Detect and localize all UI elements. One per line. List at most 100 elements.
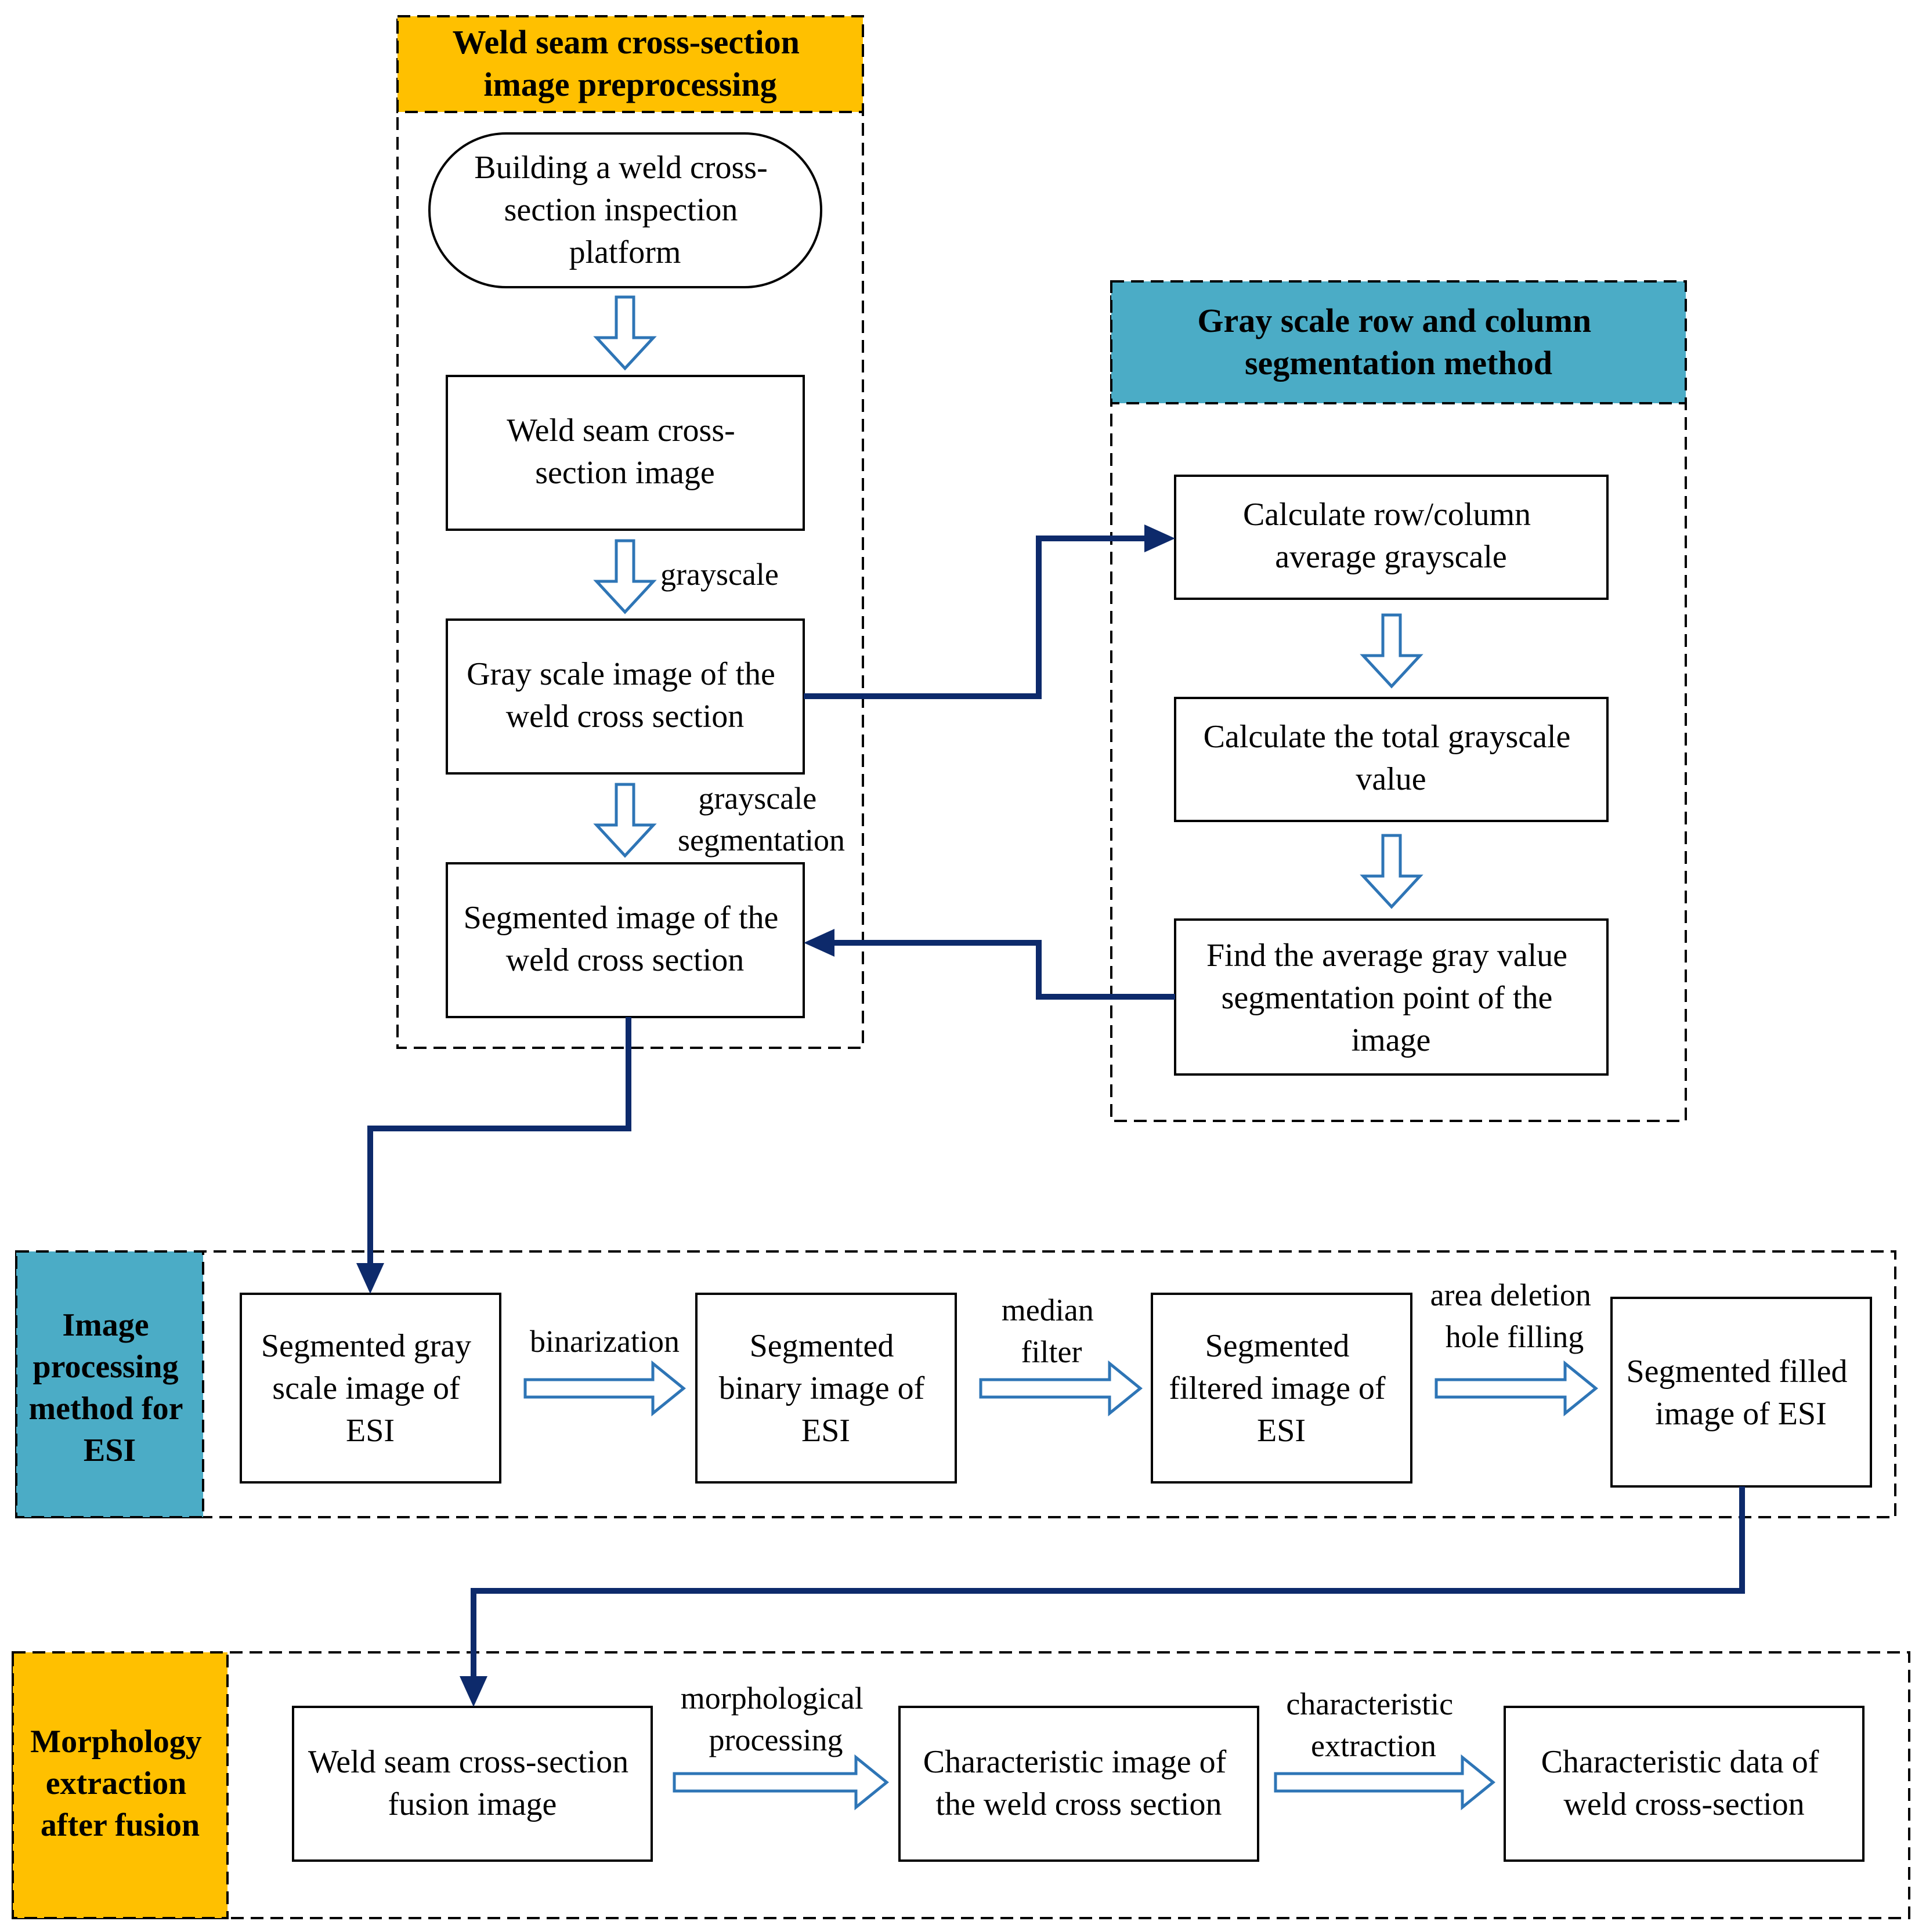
node-row-col-avg: Calculate row/column average grayscale (1174, 475, 1609, 600)
preprocessing-title-line-1: Weld seam cross-section (453, 23, 800, 61)
svg-text:Segmented gray scale ima: Segmented gray scale image of ESI (261, 1328, 479, 1449)
edge-label-gray-seg-line-2: segmentation (678, 823, 845, 858)
node-seg-gray-esi-line-2: scale image of (272, 1370, 460, 1406)
node-cross-image: Weld seam cross- section image (446, 375, 805, 531)
connector-segpoint-to-segmented (833, 940, 1175, 1000)
morphology-header-bg (12, 1651, 229, 1919)
edge-label-morph-line-1: morphological (681, 1681, 863, 1716)
node-char-data: Characteristic data of weld cross-sectio… (1504, 1706, 1865, 1862)
node-fusion-image-line-1: Weld seam cross-section (308, 1744, 628, 1780)
esi-title-line-4: ESI (84, 1432, 136, 1468)
node-char-image-line-1: Characteristic image of (923, 1744, 1227, 1780)
svg-text:Building a weld cross- s: Building a weld cross- section inspectio… (474, 150, 775, 270)
svg-text:Calculate the total grayscale: Calculate the total grayscale value (1204, 719, 1579, 797)
svg-text:binarization: binarization (530, 1324, 680, 1359)
hollow-arrow-down-2 (593, 539, 657, 614)
svg-text:Segmented image of the w: Segmented image of the weld cross sectio… (464, 900, 787, 978)
connector-esi-to-fusion-arrowhead (460, 1676, 487, 1707)
node-char-data-line-2: weld cross-section (1563, 1786, 1804, 1822)
node-segmented-image: Segmented image of the weld cross sectio… (446, 862, 805, 1018)
node-gray-image-shape (446, 618, 805, 775)
morphology-title-line-3: after fusion (41, 1807, 200, 1843)
edge-label-median-line-1: median (1002, 1293, 1094, 1327)
svg-text:Find the average gray value: Find the average gray value segmentation… (1206, 938, 1576, 1058)
connector-gray-to-rowcol-arrowhead (1144, 524, 1175, 552)
node-seg-filled-esi-shape (1610, 1297, 1872, 1488)
node-platform: Building a weld cross- section inspectio… (428, 132, 822, 288)
svg-text:Weld seam cross-section: Weld seam cross-section fusion image (308, 1744, 637, 1822)
node-seg-filled-esi-line-2: image of ESI (1655, 1396, 1826, 1432)
hollow-arrow-right-morph (673, 1754, 889, 1811)
edge-label-area-hole-line-1: area deletion (1430, 1278, 1591, 1312)
node-cross-image-shape (446, 375, 805, 531)
svg-text:Calculate row/column ave: Calculate row/column average grayscale (1243, 497, 1539, 575)
node-segmented-image-line-2: weld cross section (506, 942, 745, 978)
edge-label-area-hole-line-2: hole filling (1446, 1319, 1584, 1354)
connector-segpoint-to-segmented-arrowhead (804, 929, 834, 957)
svg-text:Weld seam cross- section: Weld seam cross- section image (507, 413, 743, 491)
node-platform-shape (428, 132, 822, 288)
node-seg-gray-esi-line-1: Segmented gray (261, 1328, 471, 1364)
esi-processing-frame (15, 1250, 1896, 1518)
svg-text:Gray scale row and column: Gray scale row and column segmentation m… (1197, 302, 1599, 382)
esi-title-line-2: processing (33, 1349, 179, 1385)
node-seg-gray-esi: Segmented gray scale image of ESI (240, 1293, 501, 1484)
hollow-arrow-down-5 (1360, 834, 1423, 909)
segmentation-title-line-2: segmentation method (1245, 344, 1552, 382)
node-seg-filtered-esi-shape (1151, 1293, 1412, 1484)
node-seg-filtered-esi-line-3: ESI (1257, 1413, 1306, 1449)
segmentation-header: Gray scale row and column segmentation m… (1110, 280, 1687, 404)
node-seg-filtered-esi-line-1: Segmented (1205, 1328, 1350, 1364)
node-seg-point: Find the average gray value segmentation… (1174, 918, 1609, 1076)
node-fusion-image-shape (292, 1706, 653, 1862)
node-row-col-avg-shape (1174, 475, 1609, 600)
edge-label-char-extract-line-1: characteristic (1286, 1687, 1453, 1721)
svg-text:morphological processing: morphological processing (681, 1681, 871, 1757)
node-seg-point-line-2: segmentation point of the (1222, 980, 1553, 1016)
preprocessing-header: Weld seam cross-section image preprocess… (396, 15, 864, 113)
node-gray-image-line-1: Gray scale image of the (467, 656, 775, 692)
node-seg-binary-esi-line-3: ESI (801, 1413, 850, 1449)
node-segmented-image-shape (446, 862, 805, 1018)
node-total-gray-line-1: Calculate the total grayscale (1204, 719, 1571, 755)
svg-text:Gray scale image of the: Gray scale image of the weld cross secti… (467, 656, 783, 735)
hollow-arrow-right-area (1435, 1360, 1598, 1417)
svg-text:area deletion hole filling: area deletion hole filling (1430, 1278, 1599, 1354)
node-fusion-image: Weld seam cross-section fusion image (292, 1706, 653, 1862)
esi-header-bg (15, 1250, 204, 1518)
node-gray-image-line-2: weld cross section (506, 699, 745, 735)
svg-text:Weld seam cross-section: Weld seam cross-section image preprocess… (453, 23, 808, 103)
node-total-gray-shape (1174, 697, 1609, 822)
morphology-title-line-2: extraction (46, 1765, 187, 1801)
hollow-arrow-down-1 (593, 295, 657, 371)
preprocessing-title-line-2: image preprocessing (483, 66, 776, 103)
edge-label-gray-seg-line-1: grayscale (698, 781, 816, 816)
node-seg-gray-esi-shape (240, 1293, 501, 1484)
node-char-image-shape (898, 1706, 1259, 1862)
hollow-arrow-right-char-extract (1274, 1754, 1495, 1811)
svg-text:grayscale segmentation: grayscale segmentation (678, 781, 845, 858)
node-char-data-line-1: Characteristic data of (1541, 1744, 1819, 1780)
svg-text:Characteristic data of w: Characteristic data of weld cross-sectio… (1541, 1744, 1827, 1822)
node-seg-binary-esi: Segmented binary image of ESI (695, 1293, 957, 1484)
svg-text:characteristic extraction: characteristic extraction (1286, 1687, 1461, 1763)
node-row-col-avg-line-2: average grayscale (1275, 539, 1507, 575)
morphology-header: Morphology extraction after fusion (12, 1651, 229, 1919)
segmentation-title-line-1: Gray scale row and column (1197, 302, 1591, 339)
node-seg-filtered-esi: Segmented filtered image of ESI (1151, 1293, 1412, 1484)
svg-text:Segmented filled image o: Segmented filled image of ESI (1626, 1354, 1855, 1432)
connector-segmented-to-esi (367, 1017, 631, 1265)
node-seg-point-line-3: image (1352, 1022, 1431, 1058)
morphology-title-line-1: Morphology (30, 1724, 202, 1760)
node-seg-filled-esi-line-1: Segmented filled (1626, 1354, 1847, 1390)
node-char-data-shape (1504, 1706, 1865, 1862)
hollow-arrow-down-4 (1360, 613, 1423, 689)
edge-label-binarization: binarization (530, 1324, 680, 1359)
preprocessing-frame (396, 15, 864, 1049)
hollow-arrow-down-3 (593, 783, 657, 858)
node-seg-binary-esi-line-2: binary image of (719, 1370, 925, 1406)
node-fusion-image-line-2: fusion image (388, 1786, 557, 1822)
edge-label-morph-line-2: processing (709, 1723, 843, 1757)
node-char-image-line-2: the weld cross section (936, 1786, 1222, 1822)
